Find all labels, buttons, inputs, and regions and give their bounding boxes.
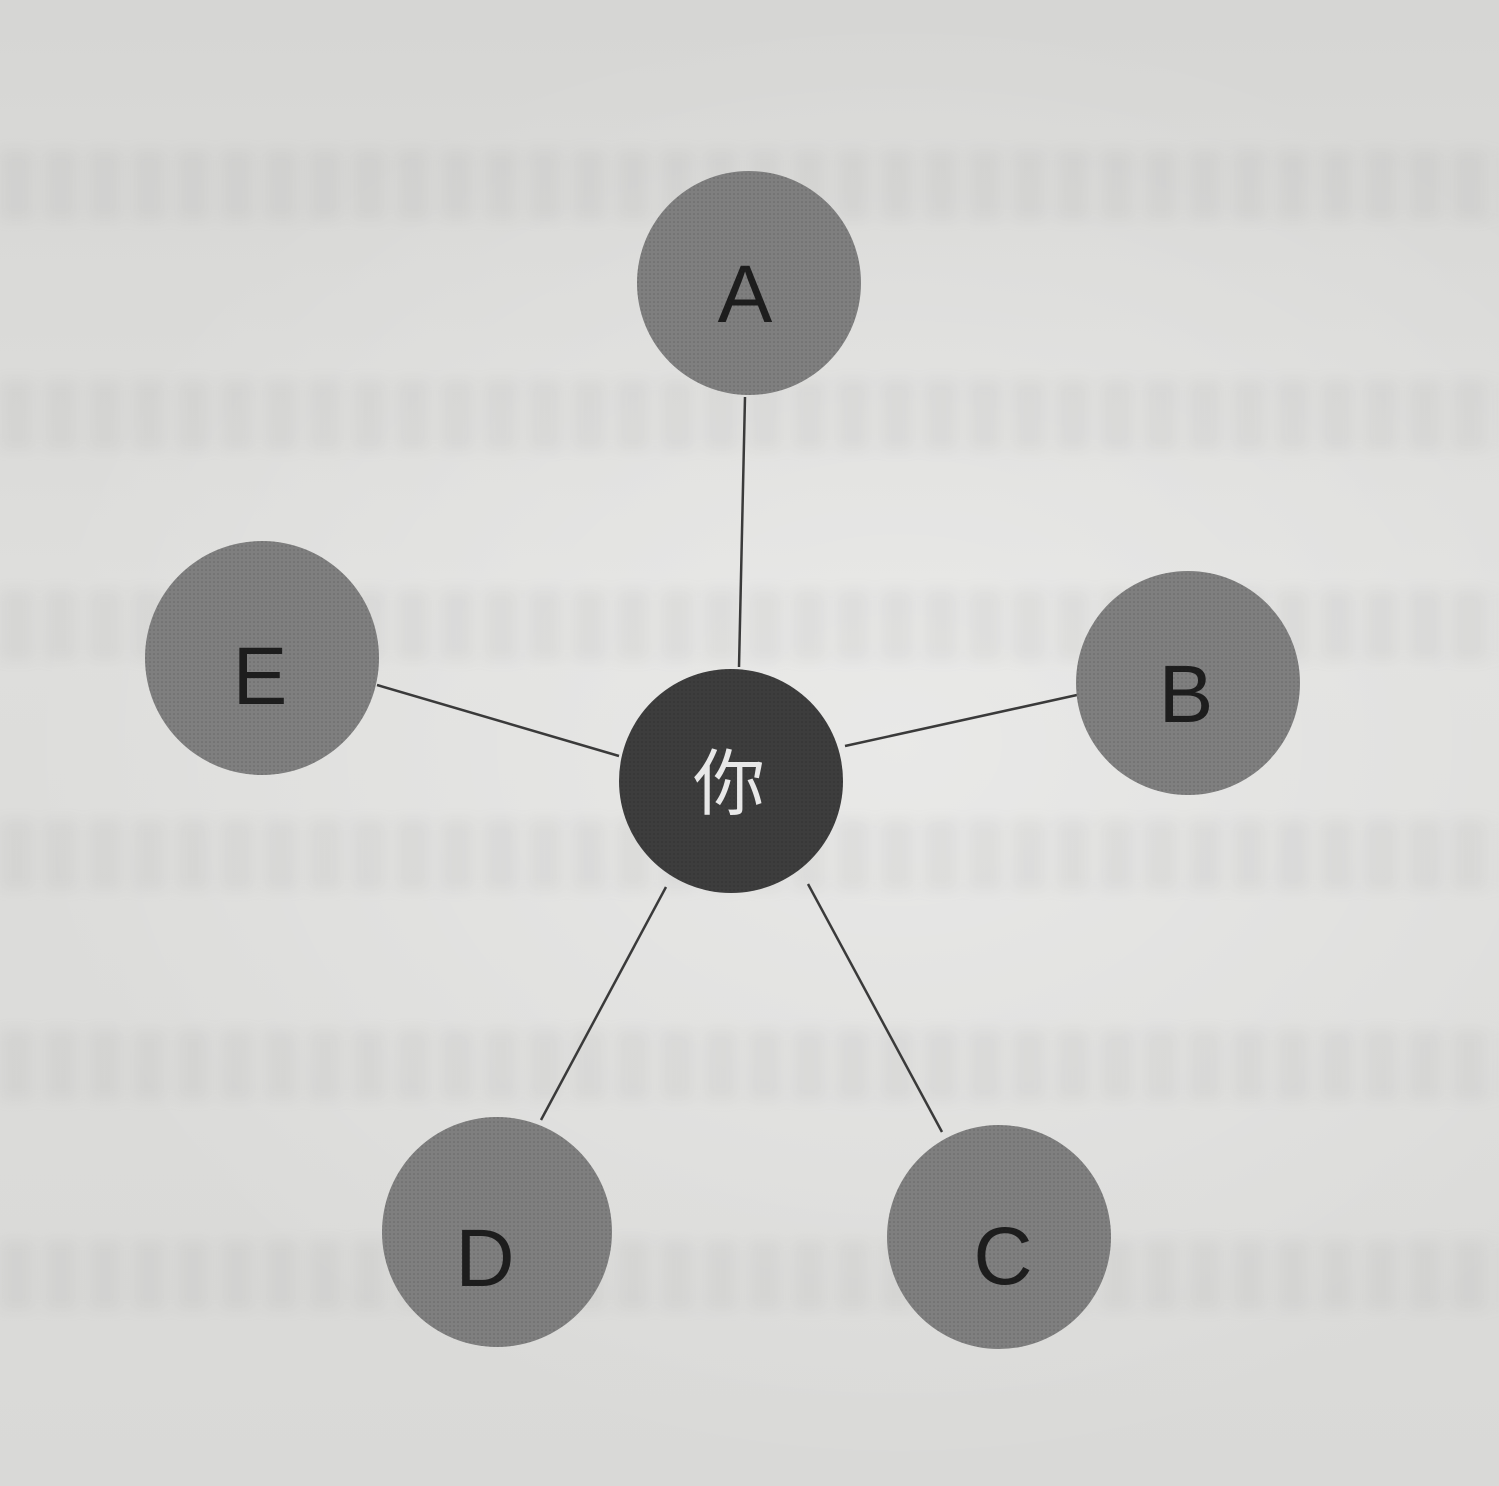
bleed-through-band (0, 1240, 1499, 1310)
node-d-texture (382, 1117, 612, 1347)
node-a-label: A (718, 249, 773, 340)
edge-center-a (737, 396, 747, 668)
bleed-through-band (0, 1030, 1499, 1100)
node-d-label: D (455, 1213, 514, 1304)
node-c-label: C (973, 1211, 1032, 1302)
node-b: B (1076, 571, 1300, 795)
node-c-texture (887, 1125, 1111, 1349)
node-a: A (637, 171, 861, 395)
node-b-texture (1076, 571, 1300, 795)
center-node-texture (619, 669, 843, 893)
node-c: C (887, 1125, 1111, 1349)
center-node: 你 (619, 669, 843, 893)
edge-center-c (806, 883, 944, 1133)
outer-nodes-group: A B C D E (145, 171, 1300, 1349)
edge-center-d (539, 886, 668, 1121)
node-e: E (145, 541, 379, 775)
edge-center-e (376, 683, 620, 758)
node-d: D (382, 1117, 612, 1347)
node-a-texture (637, 171, 861, 395)
center-node-label: 你 (693, 742, 765, 826)
edge-center-b (844, 693, 1078, 748)
node-b-label: B (1159, 649, 1214, 740)
node-e-label: E (233, 631, 288, 722)
node-e-texture (145, 541, 379, 775)
edges-group (376, 396, 1078, 1133)
